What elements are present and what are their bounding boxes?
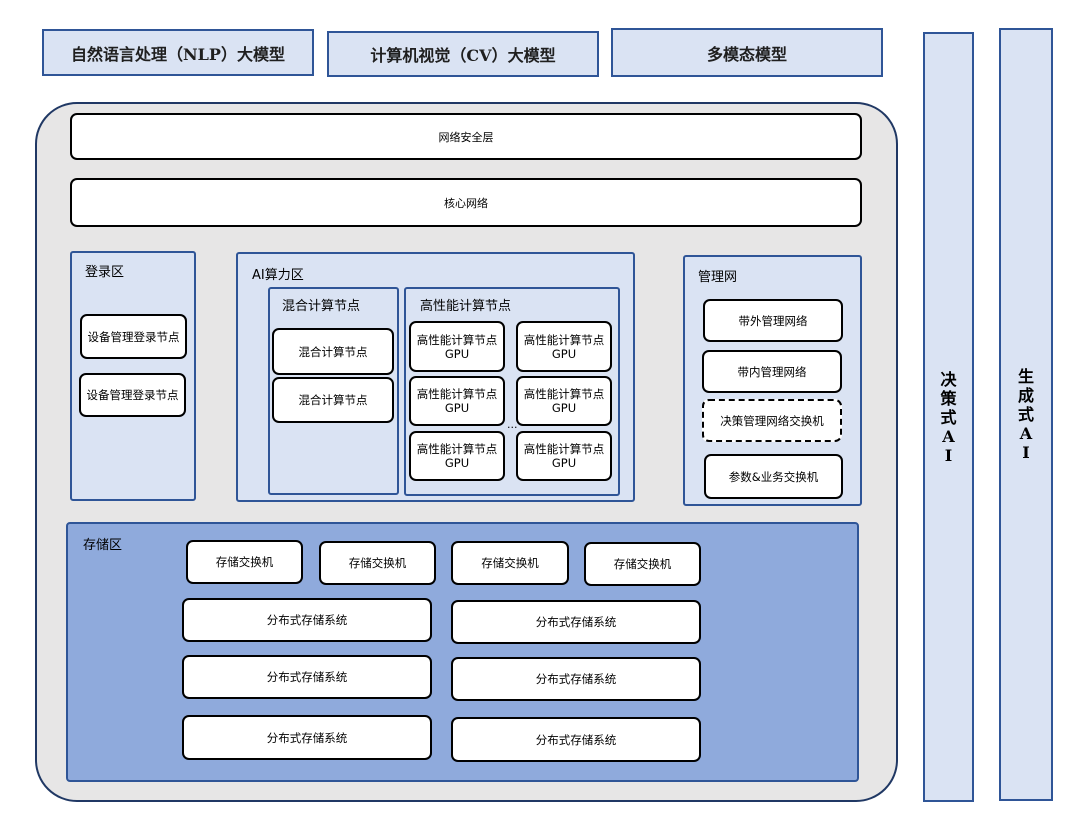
hpc-gpu-node: 高性能计算节点GPU [409,376,505,426]
hpc-ellipsis: ... [507,418,518,431]
side-generative-ai: 生成式AI [999,28,1053,801]
distributed-storage-system: 分布式存储系统 [451,717,701,762]
hpc-gpu-node: 高性能计算节点GPU [409,431,505,481]
model-multimodal: 多模态模型 [611,28,883,77]
distributed-storage-system: 分布式存储系统 [182,715,432,760]
login-node: 设备管理登录节点 [79,373,186,417]
hpc-gpu-node: 高性能计算节点GPU [516,376,612,426]
mgmt-zone-title: 管理网 [698,270,738,285]
model-nlp: 自然语言处理（NLP）大模型 [42,29,314,76]
login-node: 设备管理登录节点 [80,314,187,359]
storage-switch: 存储交换机 [186,540,303,584]
model-cv: 计算机视觉（CV）大模型 [327,31,599,77]
mixed-compute-node: 混合计算节点 [272,328,394,375]
hpc-gpu-node: 高性能计算节点GPU [409,321,505,372]
hpc-gpu-node: 高性能计算节点GPU [516,431,612,481]
distributed-storage-system: 分布式存储系统 [451,657,701,701]
security-layer: 网络安全层 [70,113,862,160]
mgmt-node-param-switch: 参数&业务交换机 [704,454,843,499]
distributed-storage-system: 分布式存储系统 [182,598,432,642]
hpc-gpu-node: 高性能计算节点GPU [516,321,612,372]
side-generative-ai-label: 生成式AI [1017,367,1034,462]
ai-zone-title: AI算力区 [252,268,304,283]
mgmt-node-out-of-band: 带外管理网络 [703,299,843,342]
mgmt-node-in-band: 带内管理网络 [702,350,842,393]
login-zone-title: 登录区 [85,265,125,280]
distributed-storage-system: 分布式存储系统 [451,600,701,644]
mixed-zone-title: 混合计算节点 [282,299,361,314]
storage-zone-title: 存储区 [83,538,123,553]
side-decision-ai: 决策式AI [923,32,974,802]
storage-switch: 存储交换机 [319,541,436,585]
distributed-storage-system: 分布式存储系统 [182,655,432,699]
storage-switch: 存储交换机 [451,541,569,585]
hpc-zone-title: 高性能计算节点 [420,299,512,314]
core-network: 核心网络 [70,178,862,227]
mixed-compute-node: 混合计算节点 [272,377,394,423]
side-decision-ai-label: 决策式AI [940,369,957,465]
mgmt-node-decision-switch: 决策管理网络交换机 [702,399,842,442]
storage-switch: 存储交换机 [584,542,701,586]
